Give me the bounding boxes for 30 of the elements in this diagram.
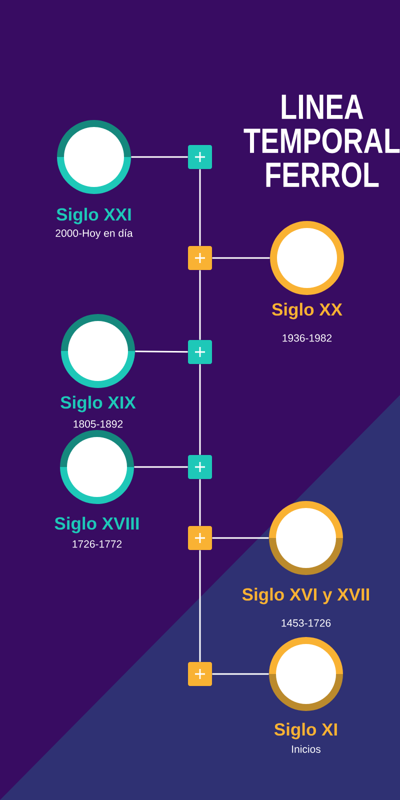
- connector-line: [199, 270, 201, 340]
- connector-line: [131, 156, 188, 158]
- connector-line: [212, 257, 270, 259]
- date-text: 2000-Hoy en día: [56, 229, 133, 239]
- heading: Siglo XI: [274, 722, 337, 740]
- date-text: 1453-1726: [282, 619, 331, 627]
- heading: Siglo XX: [272, 302, 342, 320]
- heading: Siglo XXI: [56, 208, 131, 224]
- connector-line: [134, 466, 188, 468]
- connector-line: [199, 550, 201, 662]
- connector-line: [135, 350, 188, 353]
- connector-line: [212, 537, 269, 539]
- plus-icon: [188, 340, 212, 364]
- date-text: Inicios: [292, 745, 320, 753]
- connector-line: [212, 673, 269, 675]
- heading: Siglo XVIII: [54, 516, 139, 534]
- connector-line: [199, 169, 201, 246]
- date-text: 1805-1892: [74, 420, 123, 428]
- heading: Siglo XIX: [60, 396, 136, 412]
- connector-line: [199, 479, 201, 526]
- title: LINEA TEMPORAL FERROL: [244, 94, 400, 188]
- date-text: 1726-1772: [72, 540, 122, 548]
- plus-icon: [188, 526, 212, 550]
- date-text: 1936-1982: [282, 334, 332, 342]
- plus-icon: [188, 455, 212, 479]
- heading: Siglo XVI y XVII: [242, 588, 370, 604]
- connector-line: [199, 364, 201, 455]
- plus-icon: [188, 145, 212, 169]
- plus-icon: [188, 662, 212, 686]
- plus-icon: [188, 246, 212, 270]
